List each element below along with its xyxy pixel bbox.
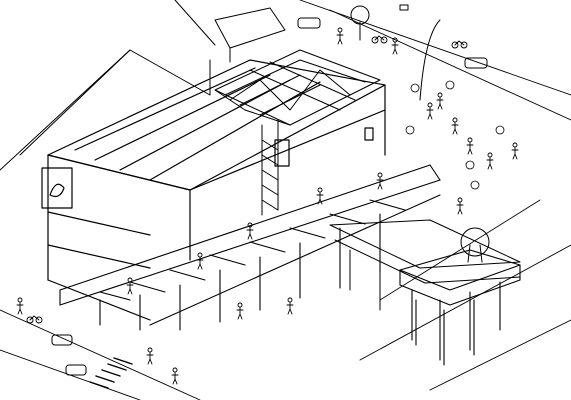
main-hall-building [41,59,386,321]
speech-bubbles [405,80,505,190]
bicycles [26,35,468,324]
elevated-bridge [329,219,521,311]
people [16,27,519,385]
parked-cars [51,17,488,376]
raised-platform [399,249,521,366]
lamp-post [399,4,441,101]
street-trees [350,5,490,263]
interior-stair [261,119,279,216]
neighbour-buildings [0,0,286,171]
crosswalk [89,357,133,389]
roof-truss-skylight [214,49,381,126]
ramp-terrace [59,164,441,331]
